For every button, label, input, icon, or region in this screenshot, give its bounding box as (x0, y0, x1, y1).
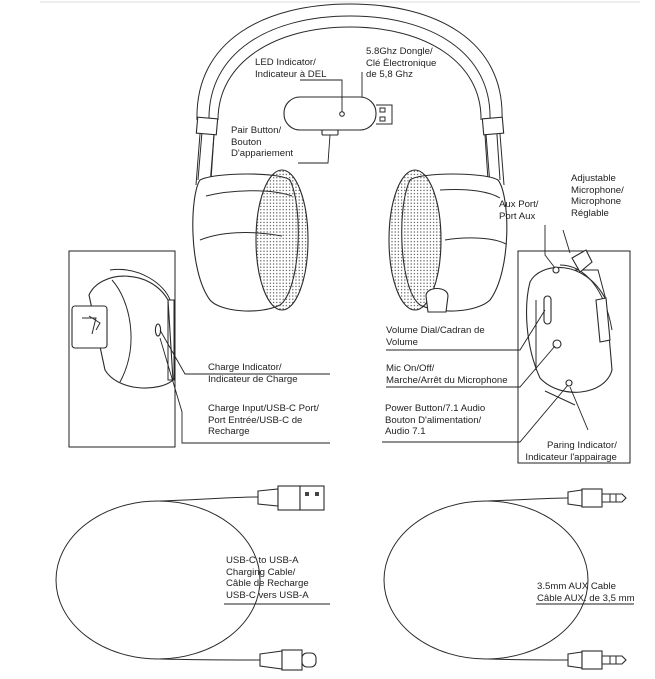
power-button-label: Power Button/7.1 Audio Bouton D'alimenta… (385, 403, 485, 438)
usb-cable-line-4: USB-C vers USB-A (226, 589, 309, 601)
usb-dongle (283, 96, 393, 136)
charge-input-line-1: Charge Input/USB-C Port/ (208, 403, 319, 414)
dongle-label-line-3: de 5,8 Ghz (366, 69, 413, 80)
led-label-line-2: Indicateur à DEL (255, 68, 327, 80)
mic-adjustable-line-1: Adjustable (571, 173, 616, 184)
right-cup-detail (526, 249, 613, 406)
charge-indicator-label: Charge Indicator/ Indicateur de Charge (208, 362, 298, 385)
power-line-3: Audio 7.1 (385, 426, 426, 437)
volume-line-1: Volume Dial/Cadran de (386, 325, 485, 336)
aux-cable (383, 488, 627, 670)
mic-adjustable-line-2: Microphone/ (571, 184, 624, 196)
aux-cable-line-1: 3.5mm AUX Cable (537, 581, 616, 592)
usb-cable (55, 485, 325, 671)
usb-cable-line-3: Câble de Recharge (226, 578, 309, 589)
dongle-label: 5.8Ghz Dongle/ Clé Électronique de 5,8 G… (366, 46, 436, 81)
led-indicator-label: LED Indicator/ Indicateur à DEL (255, 57, 326, 80)
power-line-2: Bouton D'alimentation/ (385, 414, 482, 426)
dongle-label-line-2: Clé Électronique (366, 57, 437, 69)
aux-cable-line-2: Câble AUX. de 3,5 mm (537, 592, 635, 604)
dongle-label-line-1: 5.8Ghz Dongle/ (366, 46, 433, 57)
usb-cable-line-2: Charging Cable/ (226, 566, 296, 578)
adjustable-mic-label: Adjustable Microphone/ Microphone Réglab… (571, 173, 624, 219)
power-line-1: Power Button/7.1 Audio (385, 403, 486, 414)
mic-onoff-line-2: Marche/Arrêt du Microphone (386, 374, 508, 386)
mic-adjustable-line-4: Réglable (571, 207, 609, 219)
paring-indicator-label: Paring Indicator/ Indicateur l'appairage (522, 440, 617, 463)
right-ear-cup (388, 169, 508, 313)
led-label-line-1: LED Indicator/ (255, 57, 316, 68)
pair-label-line-3: D'appariement (231, 148, 294, 159)
pair-label-line-2: Bouton (231, 136, 262, 148)
aux-port-label: Aux Port/ Port Aux (499, 199, 538, 222)
aux-port-line-2: Port Aux (499, 210, 536, 222)
volume-line-2: Volume (386, 336, 418, 348)
left-detail-frame (68, 250, 176, 448)
volume-dial-label: Volume Dial/Cadran de Volume (386, 325, 485, 348)
aux-port-line-1: Aux Port/ (499, 199, 539, 210)
left-ear-cup (192, 169, 309, 312)
charge-input-line-2: Port Entrée/USB-C de (208, 414, 303, 426)
usb-cable-line-1: USB-C to USB-A (226, 555, 299, 566)
mic-onoff-line-1: Mic On/Off/ (386, 363, 435, 374)
pair-label-line-1: Pair Button/ (231, 125, 282, 136)
left-cup-detail (71, 268, 175, 389)
charge-input-label: Charge Input/USB-C Port/ Port Entrée/USB… (208, 403, 319, 438)
charge-input-line-3: Recharge (208, 426, 250, 437)
headband (195, 3, 505, 186)
usb-cable-label: USB-C to USB-A Charging Cable/ Câble de … (226, 555, 309, 601)
paring-line-2: Indicateur l'appairage (525, 451, 617, 463)
mic-adjustable-line-3: Microphone (571, 196, 622, 207)
pair-button-label: Pair Button/ Bouton D'appariement (231, 125, 293, 160)
aux-cable-label: 3.5mm AUX Cable Câble AUX. de 3,5 mm (537, 581, 635, 604)
paring-line-1: Paring Indicator/ (547, 440, 617, 451)
mic-onoff-label: Mic On/Off/ Marche/Arrêt du Microphone (386, 363, 508, 386)
charge-indicator-line-2: Indicateur de Charge (208, 373, 298, 385)
charge-indicator-line-1: Charge Indicator/ (208, 362, 282, 373)
